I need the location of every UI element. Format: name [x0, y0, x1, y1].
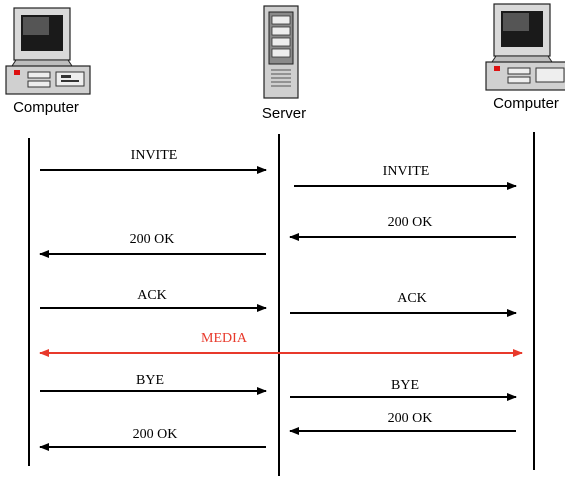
- message-200ok-server-to-left: 200 OK: [39, 232, 266, 258]
- message-media-bidirectional: MEDIA: [39, 331, 523, 357]
- message-200ok-right-to-server-2: 200 OK: [289, 411, 516, 435]
- message-label: 200 OK: [130, 232, 175, 247]
- server-tower-icon: [263, 5, 299, 99]
- message-200ok-right-to-server: 200 OK: [289, 215, 516, 241]
- message-200ok-server-to-left-2: 200 OK: [39, 427, 266, 451]
- message-ack-server-to-right: ACK: [290, 291, 517, 317]
- node-label-server: Server: [262, 105, 306, 122]
- message-label: BYE: [136, 373, 164, 388]
- message-label: MEDIA: [201, 331, 248, 346]
- message-label: ACK: [397, 291, 427, 306]
- message-label: ACK: [137, 288, 167, 303]
- message-invite-server-to-right: INVITE: [294, 164, 517, 190]
- message-label: 200 OK: [388, 215, 433, 230]
- message-label: INVITE: [131, 148, 178, 163]
- message-label: 200 OK: [388, 411, 433, 426]
- message-bye-left-to-server: BYE: [40, 373, 267, 395]
- message-invite-left-to-server: INVITE: [40, 148, 267, 174]
- message-label: BYE: [391, 378, 419, 393]
- message-ack-left-to-server: ACK: [40, 288, 267, 312]
- node-label-left-computer: Computer: [13, 99, 79, 116]
- message-label: INVITE: [383, 164, 430, 179]
- desktop-computer-icon: [5, 7, 91, 95]
- message-bye-server-to-right: BYE: [290, 378, 517, 401]
- desktop-computer-icon: [485, 3, 565, 91]
- message-label: 200 OK: [133, 427, 178, 442]
- node-label-right-computer: Computer: [493, 95, 559, 112]
